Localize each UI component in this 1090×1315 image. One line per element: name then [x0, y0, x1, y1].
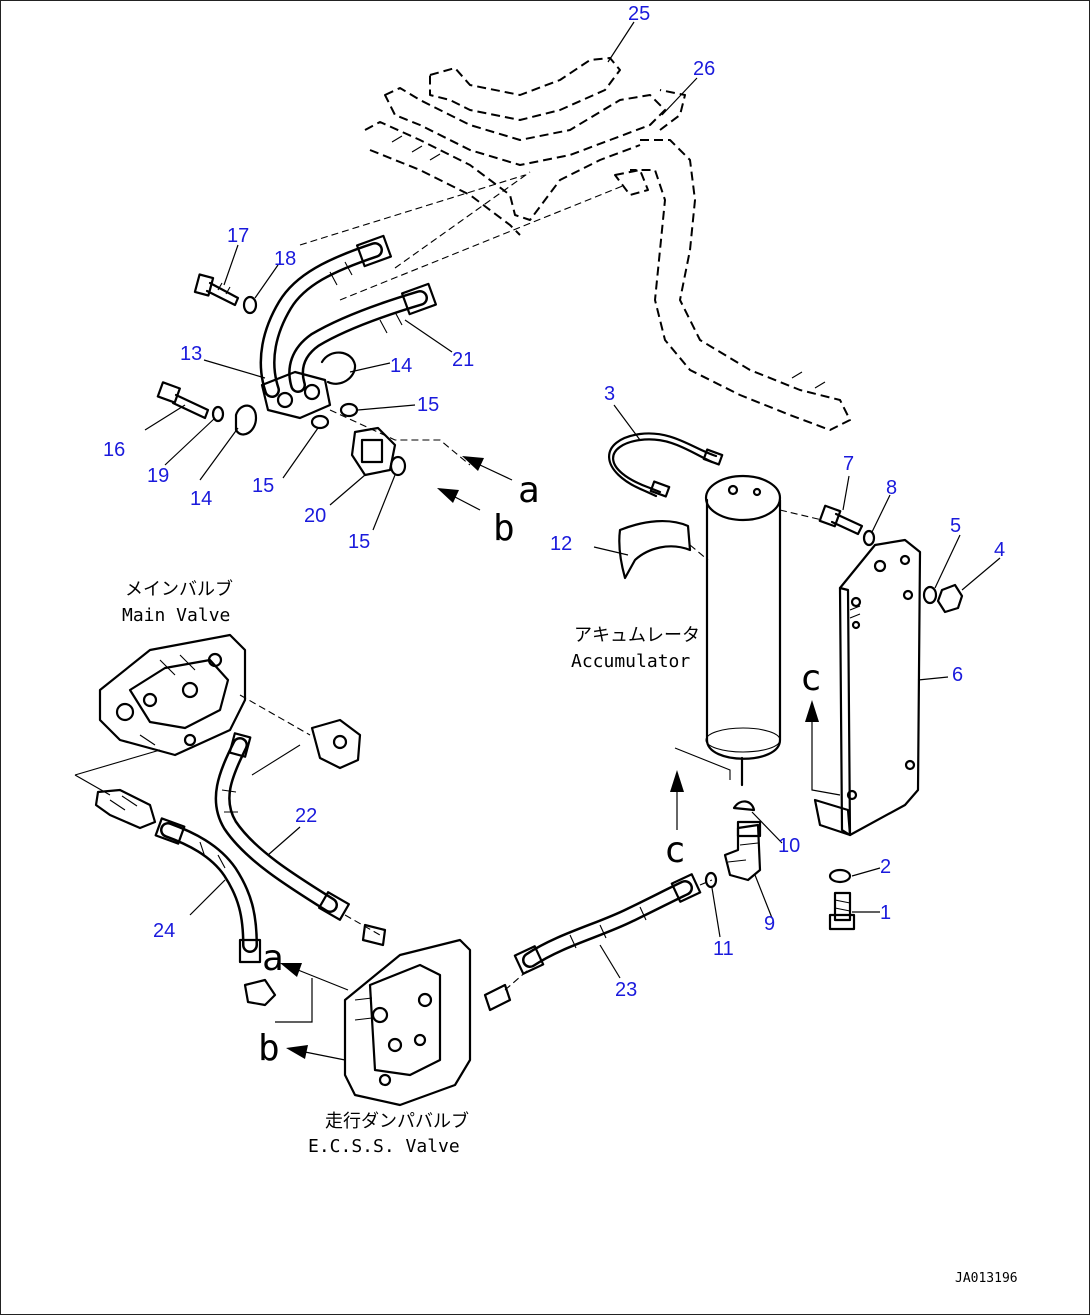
washer-8: [862, 529, 876, 547]
label-main-valve-jp: メインバルブ: [125, 578, 233, 600]
callout-19: 19: [147, 465, 169, 487]
callout-25: 25: [628, 3, 650, 25]
washer-5: [922, 585, 938, 605]
label-accumulator-en: Accumulator: [571, 651, 690, 672]
nut-4: [936, 583, 964, 614]
callout-15-c: 15: [348, 531, 370, 553]
bolt-1: [828, 891, 856, 931]
label-ecss-valve-en: E.C.S.S. Valve: [308, 1136, 460, 1157]
arrow-a-upper: [462, 456, 513, 481]
callout-18: 18: [274, 248, 296, 270]
callout-14-upper: 14: [390, 355, 412, 377]
view-letter-b-lower: b: [258, 1028, 280, 1069]
washer-18: [242, 295, 258, 315]
label-main-valve-en: Main Valve: [122, 605, 230, 626]
view-letter-b-upper: b: [493, 508, 515, 549]
callout-26: 26: [693, 58, 715, 80]
clamp-14-lower: [234, 404, 258, 436]
hose-24: [154, 817, 262, 964]
view-letters: a b c c a b: [258, 470, 822, 1069]
callout-16: 16: [103, 439, 125, 461]
washer-2: [828, 868, 852, 884]
callout-15-a: 15: [417, 394, 439, 416]
callout-12: 12: [550, 533, 572, 555]
label-ecss-valve-jp: 走行ダンパバルブ: [325, 1110, 469, 1132]
arrow-b-lower: [286, 1045, 346, 1061]
component-labels: メインバルブ Main Valve アキュムレータ Accumulator 走行…: [122, 578, 1018, 1286]
view-letter-a-upper: a: [518, 470, 540, 511]
phantom-piping: [364, 57, 851, 431]
arrow-a-lower: [275, 963, 349, 1023]
main-valve: [98, 633, 362, 776]
callout-3: 3: [604, 383, 615, 405]
arrow-c-right: [805, 700, 841, 796]
callout-17: 17: [227, 225, 249, 247]
callout-2: 2: [880, 856, 891, 878]
drawing-code: JA013196: [955, 1271, 1018, 1286]
label-accumulator-jp: アキュムレータ: [574, 625, 700, 646]
callout-15-b: 15: [252, 475, 274, 497]
view-letter-c-left: c: [664, 830, 686, 871]
callout-21: 21: [452, 349, 474, 371]
callout-7: 7: [843, 453, 854, 475]
callout-24: 24: [153, 920, 175, 942]
bracket-6: [813, 538, 922, 837]
flange-20: [350, 426, 397, 477]
hose-22: [214, 732, 381, 936]
callout-4: 4: [994, 539, 1005, 561]
callout-22: 22: [295, 805, 317, 827]
callout-14-lower: 14: [190, 488, 212, 510]
ecss-valve: [243, 923, 529, 1107]
tube-3: [608, 432, 724, 498]
leader-lines: [144, 21, 1001, 979]
clamp-14-upper: [320, 351, 357, 385]
arrow-c-left: [670, 770, 684, 830]
bolt-16: [156, 381, 210, 420]
hose-23: [513, 873, 713, 975]
washer-19: [211, 405, 225, 423]
callout-10: 10: [778, 835, 800, 857]
o-ring-11: [704, 871, 718, 889]
hose-assembly-13-21: [259, 171, 626, 420]
callout-9: 9: [764, 913, 775, 935]
accumulator: [674, 474, 782, 787]
elbow-9: [723, 820, 762, 882]
arrow-b-upper: [437, 488, 481, 511]
fitting-left: [74, 749, 161, 830]
view-letter-c-right: c: [800, 658, 822, 699]
callout-23: 23: [615, 979, 637, 1001]
bolt-7: [818, 504, 864, 536]
bolt-17: [193, 273, 240, 307]
callout-8: 8: [886, 477, 897, 499]
callout-5: 5: [950, 515, 961, 537]
view-letter-a-lower: a: [262, 938, 284, 979]
callout-20: 20: [304, 505, 326, 527]
callout-11: 11: [713, 938, 734, 960]
callout-numbers: 25 26 17 18 13 14 21 15 16 19 14 15 20 1…: [103, 3, 1005, 1001]
callout-1: 1: [880, 902, 891, 924]
band-12: [618, 519, 709, 580]
callout-13: 13: [180, 343, 202, 365]
o-ring-10: [732, 800, 756, 812]
callout-6: 6: [952, 664, 963, 686]
